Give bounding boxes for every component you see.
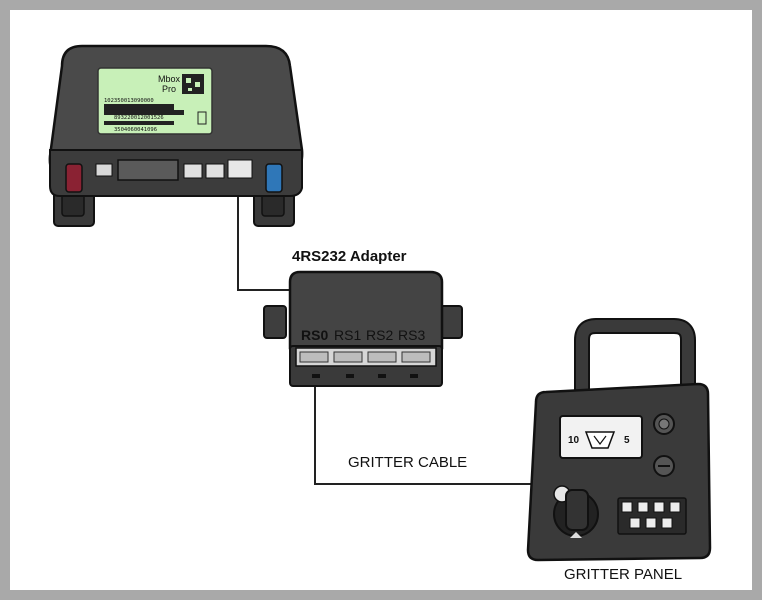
panel-button-6 [645,517,657,529]
panel-button-1 [621,501,633,513]
mbox-pro-device: Mbox Pro 102350013090000 893220012001526… [48,44,304,227]
gritter-panel-device: 10 5 [526,318,712,562]
device-port-2 [117,159,179,181]
panel-button-5 [629,517,641,529]
panel-button-3 [653,501,665,513]
gritter-cable-line [314,382,532,485]
barcode-2 [104,110,184,115]
port-label-rs2: RS2 [366,327,393,343]
panel-button-4 [669,501,681,513]
device-label-line2: Pro [162,84,176,94]
barcode-1 [104,104,174,110]
blue-antenna-connector [265,163,283,193]
spread-pattern-icon [584,431,616,449]
device-port-3 [183,163,203,179]
adapter-connection-line [237,182,290,291]
port-label-rs3: RS3 [398,327,425,343]
disposal-icon [197,111,207,125]
adapter-title: 4RS232 Adapter [292,248,407,265]
panel-display-left: 10 [568,435,580,446]
red-antenna-connector [65,163,83,193]
port-label-rs0: RS0 [301,327,328,343]
device-serial-3: 3504060041096 [114,127,157,133]
rs232-adapter-device: RS0 RS1 RS2 RS3 [263,270,463,387]
device-port-1 [95,163,113,177]
panel-button-7 [661,517,673,529]
panel-button-2 [637,501,649,513]
device-serial-2: 893220012001526 [114,115,164,121]
device-port-5 [227,159,253,179]
gritter-cable-label: GRITTER CABLE [348,454,468,471]
device-port-4 [205,163,225,179]
qr-code-icon [182,74,204,94]
gritter-panel-label: GRITTER PANEL [564,566,683,583]
device-serial-1: 102350013090000 [104,98,154,104]
port-label-rs1: RS1 [334,327,361,343]
barcode-3 [104,121,174,125]
panel-display-right: 5 [624,435,630,446]
device-label-line1: Mbox [158,74,181,84]
